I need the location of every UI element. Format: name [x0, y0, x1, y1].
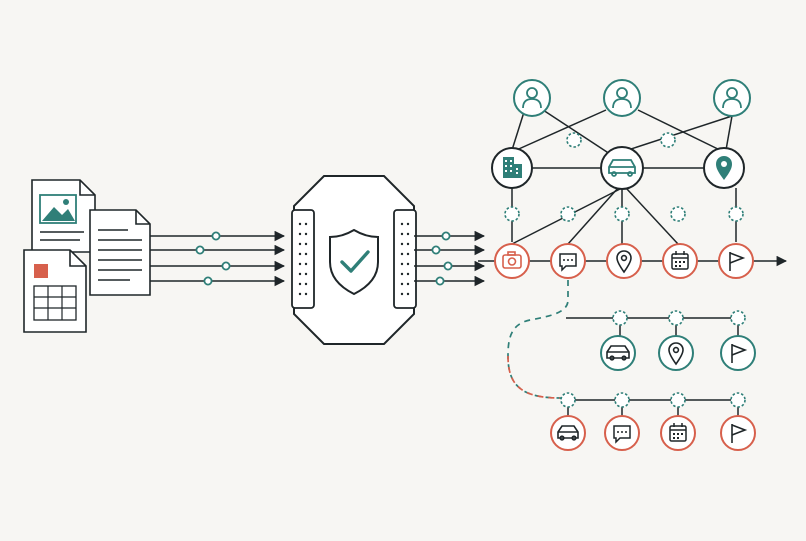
location-pin-icon	[716, 156, 732, 180]
person-icon	[722, 87, 742, 109]
place-node	[703, 147, 745, 189]
branch-coral-chat-node	[604, 415, 640, 451]
message-event	[550, 243, 586, 279]
branch-coral-calendar-node	[660, 415, 696, 451]
person-node-3	[713, 79, 751, 117]
branch-coral-car-node	[550, 415, 586, 451]
vehicle-node	[600, 146, 644, 190]
calendar-event	[662, 243, 698, 279]
spreadsheet-icon	[33, 285, 77, 321]
building-node	[491, 147, 533, 189]
person-icon	[522, 87, 542, 109]
person-icon	[612, 87, 632, 109]
building-icon	[503, 157, 522, 178]
spreadsheet-document	[23, 249, 87, 333]
camera-icon	[502, 251, 522, 269]
branch-flag-node	[720, 335, 756, 371]
calendar-icon	[669, 423, 687, 442]
flag-icon	[729, 252, 746, 271]
flag-icon	[731, 344, 748, 363]
chat-icon	[613, 425, 631, 444]
text-document	[89, 209, 151, 296]
image-document	[31, 179, 96, 253]
location-pin-icon	[668, 342, 684, 366]
flag-event	[718, 243, 754, 279]
text-lines-icon	[98, 229, 142, 281]
car-icon	[606, 345, 630, 361]
security-filter	[291, 175, 417, 345]
branch-coral-flag-node	[720, 415, 756, 451]
right-port-dots	[400, 222, 410, 296]
left-port-dots	[298, 222, 308, 296]
chat-icon	[559, 253, 577, 272]
input-arrows	[150, 230, 286, 287]
location-event	[606, 243, 642, 279]
flag-icon	[731, 424, 748, 443]
car-icon	[557, 425, 579, 441]
junction-markers	[504, 132, 746, 408]
person-node-1	[513, 79, 551, 117]
calendar-icon	[671, 251, 689, 270]
output-arrows	[414, 230, 486, 287]
branch-car-node	[600, 335, 636, 371]
branch-dashed-links	[507, 280, 569, 401]
branch-pin-node	[658, 335, 694, 371]
person-node-2	[603, 79, 641, 117]
location-pin-icon	[616, 250, 632, 274]
image-icon	[39, 194, 77, 224]
car-icon	[608, 159, 636, 177]
input-documents	[23, 179, 151, 333]
shield-check-icon	[329, 228, 379, 296]
photo-event	[494, 243, 530, 279]
